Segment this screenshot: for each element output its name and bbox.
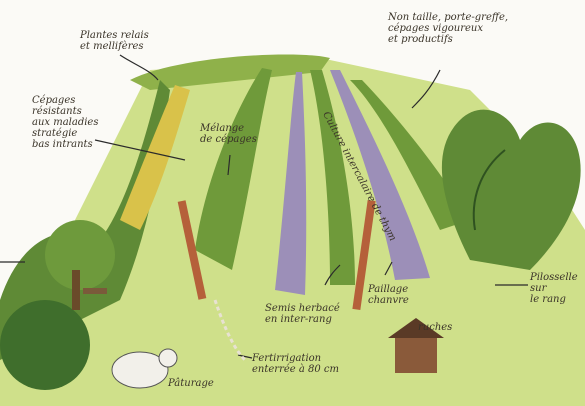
sheep-head — [159, 349, 177, 367]
label-plantes-relais: Plantes relais et mellifères — [80, 30, 149, 52]
label-semis: Semis herbacé en inter-rang — [265, 303, 340, 325]
label-ruches: ruches — [418, 322, 452, 333]
label-paturage: Pâturage — [168, 378, 214, 389]
label-non-taille: Non taille, porte-greffe, cépages vigour… — [388, 12, 508, 45]
label-melange: Mélange de cépages — [200, 123, 257, 145]
label-cepages-resistants: Cépages résistants aux maladies stratégi… — [32, 95, 98, 150]
tree-trunk — [72, 270, 80, 310]
left-bush — [0, 300, 90, 390]
label-paillage: Paillage chanvre — [368, 284, 409, 306]
bench — [83, 288, 107, 294]
label-fertirrigation: Fertirrigation enterrée à 80 cm — [252, 353, 339, 375]
beehive — [395, 335, 437, 373]
label-pilosselle: Pilosselle sur le rang — [530, 272, 578, 305]
